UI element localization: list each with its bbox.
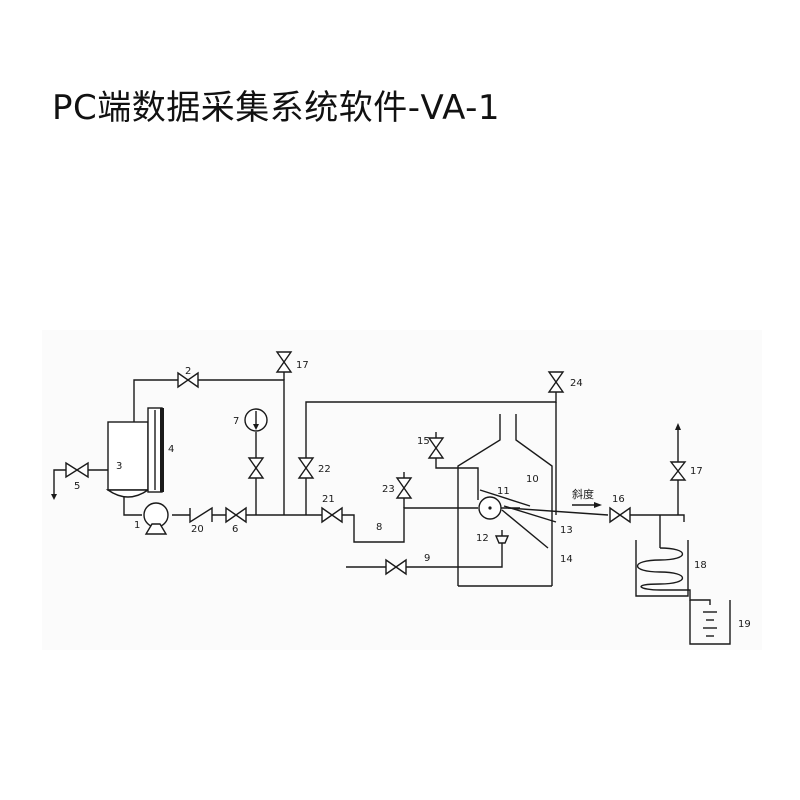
label-19: 19: [738, 619, 751, 630]
label-17-top: 17: [296, 360, 309, 371]
label-7: 7: [233, 416, 239, 427]
line-15: [435, 458, 479, 500]
valve-23: [395, 472, 413, 499]
line-8: [342, 507, 478, 543]
valve-17-top: [275, 351, 293, 373]
label-20: 20: [191, 524, 204, 535]
coil-condenser-18: [635, 540, 689, 597]
slope-arrow: [572, 502, 602, 508]
label-5: 5: [74, 481, 80, 492]
level-gauge-4: [147, 407, 164, 493]
label-22: 22: [318, 464, 331, 475]
vent-arrow: [675, 423, 681, 440]
label-16: 16: [612, 494, 625, 505]
label-10: 10: [526, 474, 539, 485]
main-pipe: [123, 492, 322, 516]
valve-21: [321, 506, 343, 524]
bypass-riser: [305, 392, 557, 515]
slope-label: 斜度: [572, 487, 594, 501]
label-3: 3: [116, 461, 122, 472]
beaker-19: [689, 600, 731, 645]
outlet-line: [507, 507, 685, 522]
valve-15: [427, 432, 445, 459]
label-18: 18: [694, 560, 707, 571]
label-1: 1: [134, 520, 140, 531]
drain-arrow: [51, 478, 57, 500]
tank-3: [105, 421, 151, 498]
label-13: 13: [560, 525, 573, 536]
label-11: 11: [497, 486, 510, 497]
valve-22: [297, 457, 315, 479]
probe-12: [494, 530, 510, 544]
valve-9: [385, 558, 407, 576]
label-21: 21: [322, 494, 335, 505]
pressure-gauge-7: [244, 408, 268, 432]
valve-17-right: [669, 461, 687, 481]
vessel-10: [457, 414, 553, 587]
valve-5: [65, 461, 89, 479]
label-14: 14: [560, 554, 573, 565]
valve-24: [547, 371, 565, 393]
valve-7-stem: [247, 457, 265, 479]
valve-6: [225, 506, 247, 524]
label-2: 2: [185, 366, 191, 377]
valve-2: [177, 371, 199, 389]
drain-pipe: [53, 469, 108, 478]
label-8: 8: [376, 522, 382, 533]
label-24: 24: [570, 378, 583, 389]
label-15: 15: [417, 436, 430, 447]
page-title: PC端数据采集系统软件-VA-1: [52, 88, 501, 128]
label-6: 6: [232, 524, 238, 535]
label-4: 4: [168, 444, 174, 455]
label-9: 9: [424, 553, 430, 564]
check-valve-20: [189, 506, 213, 524]
nozzle-11: [478, 489, 557, 549]
pump-1: [143, 502, 169, 535]
label-17-right: 17: [690, 466, 703, 477]
label-23: 23: [382, 484, 395, 495]
valve-16: [609, 506, 631, 524]
line-9: [346, 543, 503, 568]
label-12: 12: [476, 533, 489, 544]
